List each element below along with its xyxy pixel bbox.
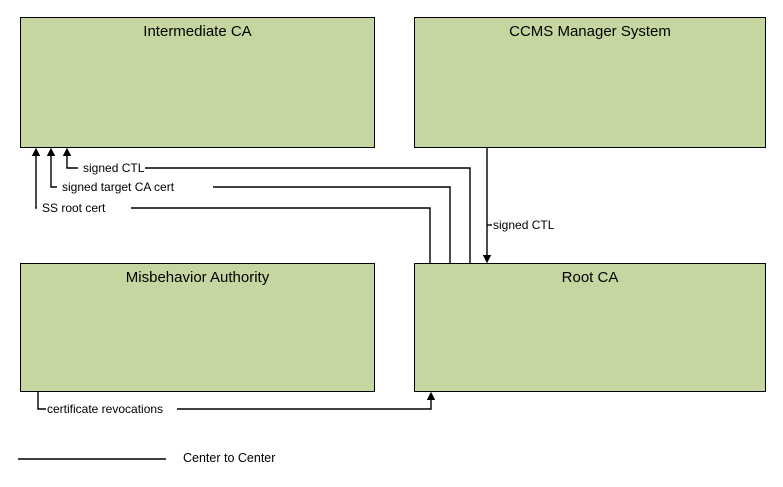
flow-label-ss-root-cert[interactable]: SS root cert (41, 201, 107, 215)
connector-ss-root-cert-root-to-intermediate (31, 147, 431, 263)
node-intermediate-ca-label: Intermediate CA (143, 23, 252, 40)
node-misbehavior-authority-label: Misbehavior Authority (125, 269, 270, 286)
flow-label-signed-target-ca-cert[interactable]: signed target CA cert (61, 180, 176, 194)
flow-label-signed-ctl-ccms-to-root[interactable]: signed CTL (492, 218, 556, 232)
node-misbehavior-authority[interactable]: Misbehavior Authority (20, 263, 375, 392)
flow-label-signed-ctl-root-to-intermediate[interactable]: signed CTL (82, 161, 146, 175)
node-ccms-manager-system[interactable]: CCMS Manager System (414, 17, 766, 148)
connector-signed-ctl-root-to-intermediate (62, 147, 471, 263)
node-ccms-manager-system-label: CCMS Manager System (509, 23, 671, 40)
flow-label-certificate-revocations[interactable]: certificate revocations (46, 402, 165, 416)
node-root-ca-label: Root CA (561, 269, 619, 286)
node-root-ca[interactable]: Root CA (414, 263, 766, 392)
connector-signed-target-ca-cert-root-to-intermediate (46, 147, 451, 263)
connector-signed-ctl-ccms-to-root (482, 148, 494, 264)
legend-center-to-center-label: Center to Center (183, 451, 276, 465)
connector-certificate-revocations-misbehavior-to-root (37, 391, 436, 410)
node-intermediate-ca[interactable]: Intermediate CA (20, 17, 375, 148)
